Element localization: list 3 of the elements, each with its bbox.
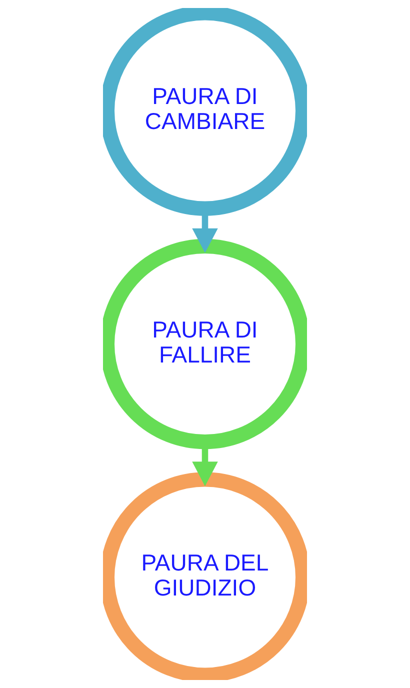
node-circle: PAURA DEL GIUDIZIO bbox=[103, 472, 307, 680]
node-circle: PAURA DI CAMBIARE bbox=[103, 8, 307, 216]
node-circle: PAURA DI FALLIRE bbox=[103, 238, 307, 450]
